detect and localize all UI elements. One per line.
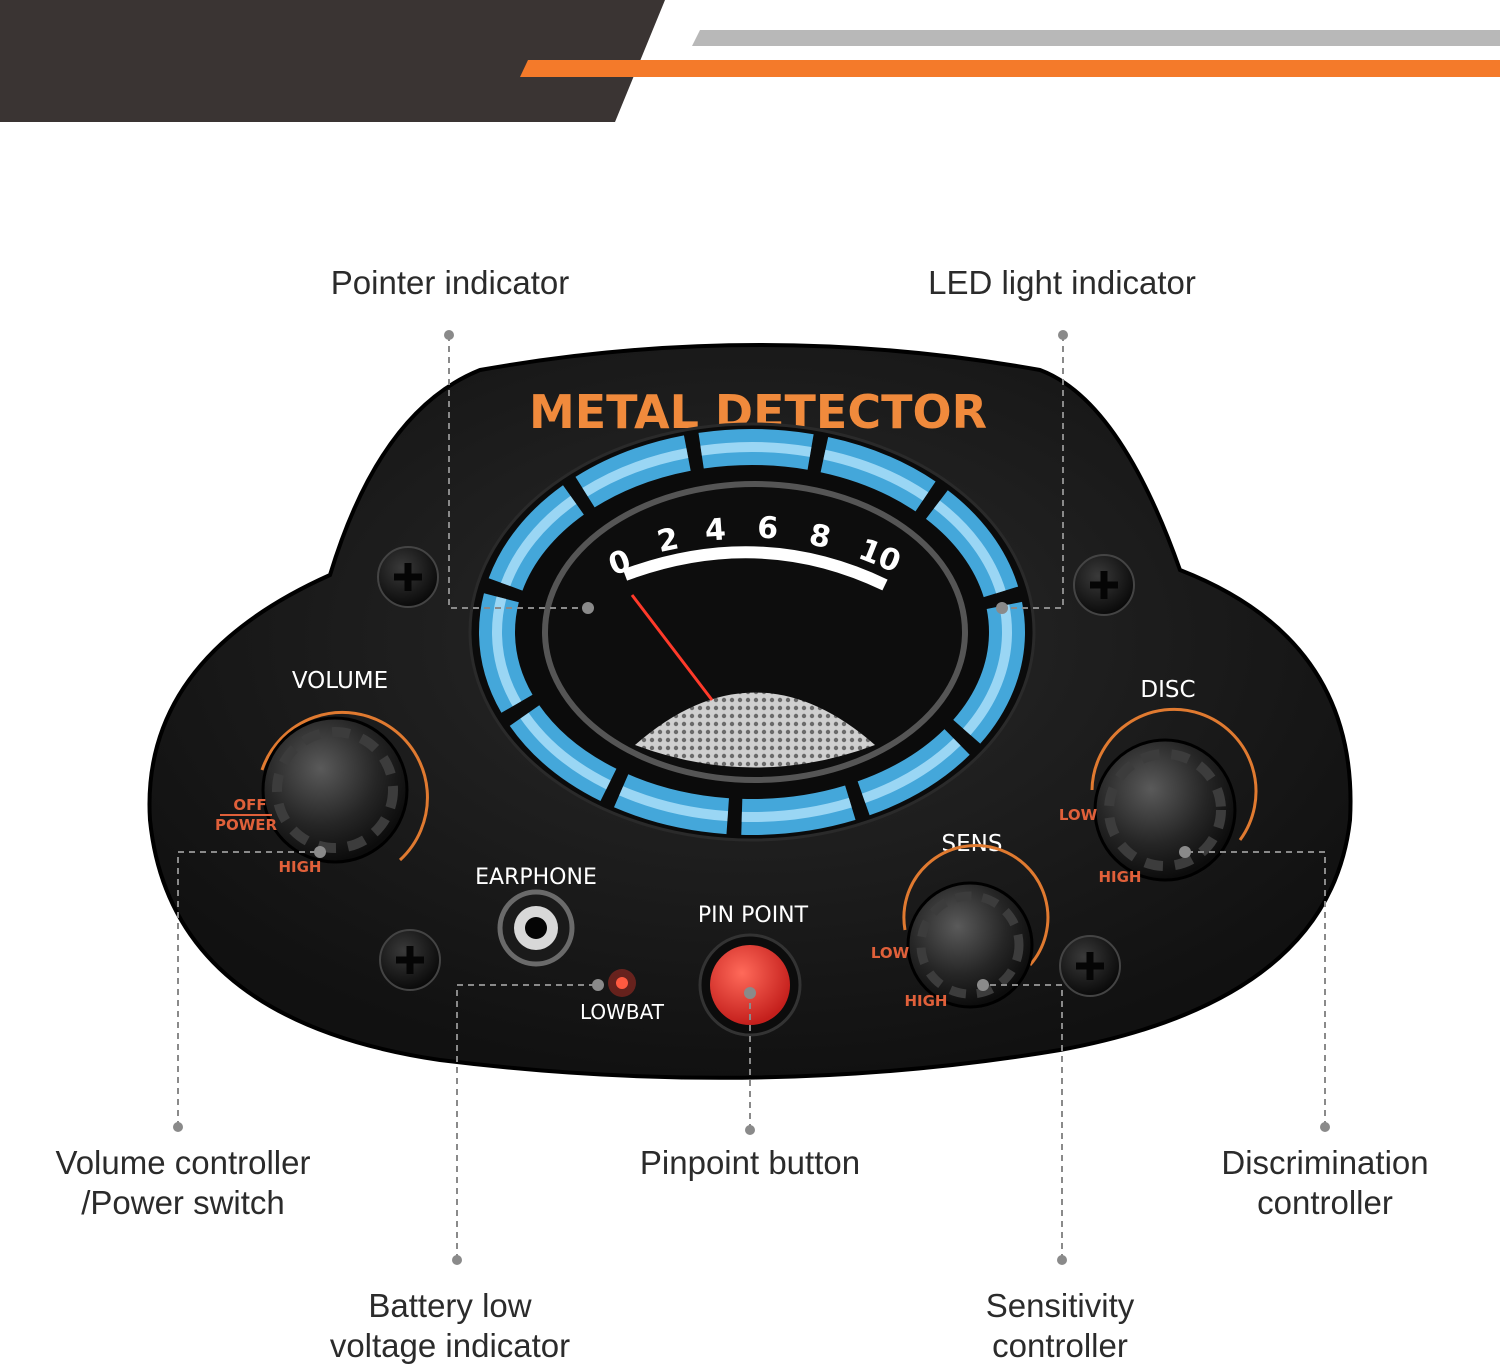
- meter-tick-6: 6: [756, 510, 779, 546]
- meter-tick-4: 4: [704, 512, 727, 548]
- sens-knob[interactable]: [906, 881, 1034, 1009]
- leader-volume: [177, 851, 320, 1127]
- leader-dot: [1058, 330, 1068, 340]
- earphone-jack[interactable]: [497, 889, 575, 967]
- sens-label: SENS: [942, 831, 1003, 857]
- callout-text-line1: Battery low: [368, 1287, 532, 1324]
- callout-text-line2: /Power switch: [81, 1184, 285, 1221]
- callout-text-line1: Sensitivity: [985, 1287, 1135, 1324]
- callout-text-line1: Volume controller: [55, 1144, 311, 1181]
- callout-text-line2: controller: [992, 1327, 1128, 1364]
- callout-text-line1: Discrimination: [1221, 1144, 1429, 1181]
- screw-top-right: [1073, 554, 1135, 616]
- volume-high-label: HIGH: [278, 858, 321, 876]
- sens-scale-arc: [902, 843, 1050, 966]
- lowbat-led: [608, 969, 636, 997]
- volume-knob[interactable]: [261, 716, 409, 864]
- leader-dot: [996, 602, 1008, 614]
- lowbat-label: LOWBAT: [580, 1000, 665, 1024]
- disc-label: DISC: [1140, 677, 1195, 703]
- disc-low-label: LOW: [1059, 806, 1098, 824]
- leader-dot: [744, 987, 756, 999]
- leader-dot: [173, 1122, 183, 1132]
- leader-dot: [1057, 1255, 1067, 1265]
- disc-scale-arc: [1090, 707, 1258, 841]
- disc-high-label: HIGH: [1098, 868, 1141, 886]
- sens-low-label: LOW: [871, 944, 910, 962]
- leader-dot: [452, 1255, 462, 1265]
- meter-window: [542, 481, 968, 783]
- screw-bottom-left: [379, 929, 441, 991]
- callout-pointer-indicator: Pointer indicator: [300, 263, 600, 303]
- led-ring-highlight: [492, 442, 1012, 822]
- leader-dot: [592, 979, 604, 991]
- disc-knob[interactable]: [1093, 738, 1237, 882]
- callout-text-line2: controller: [1257, 1184, 1393, 1221]
- volume-power-label: POWER: [215, 816, 278, 834]
- leader-dot: [1179, 846, 1191, 858]
- callout-text-line2: voltage indicator: [329, 1327, 571, 1364]
- meter-speaker-grille: [635, 692, 875, 768]
- callout-text: LED light indicator: [928, 264, 1196, 301]
- sens-high-label: HIGH: [904, 992, 947, 1010]
- callout-sensitivity-controller: Sensitivity controller: [930, 1286, 1190, 1366]
- leader-sensitivity: [983, 984, 1063, 1260]
- leader-dot: [444, 330, 454, 340]
- leader-dot: [314, 846, 326, 858]
- header-dark-block: [0, 0, 665, 122]
- meter-scale-labels: 0 2 4 6 8 10: [604, 510, 906, 583]
- header-banner: [0, 0, 1500, 122]
- leader-disc: [1185, 851, 1326, 1127]
- callout-battery-low-indicator: Battery low voltage indicator: [290, 1286, 610, 1366]
- leader-dot: [977, 979, 989, 991]
- callout-led-light-indicator: LED light indicator: [902, 263, 1222, 303]
- pinpoint-label: PIN POINT: [698, 903, 809, 928]
- leader-dots: [173, 330, 1330, 1265]
- callout-volume-controller: Volume controller /Power switch: [23, 1143, 343, 1223]
- screw-bottom-right: [1059, 935, 1121, 997]
- leader-lines: [177, 335, 1326, 1260]
- leader-battery: [456, 984, 598, 1260]
- leader-led: [1002, 335, 1064, 609]
- header-gray-stripe: [692, 30, 1500, 46]
- volume-scale-arc: [260, 710, 429, 862]
- meter-scale-arc: [622, 546, 888, 591]
- volume-off-label: OFF: [233, 796, 266, 814]
- volume-label: VOLUME: [292, 668, 388, 694]
- meter-needle: [630, 594, 714, 701]
- callout-discrimination-controller: Discrimination controller: [1180, 1143, 1470, 1223]
- header-orange-stripe: [520, 60, 1500, 77]
- callout-text: Pinpoint button: [639, 1144, 861, 1181]
- callout-text: Pointer indicator: [330, 264, 570, 301]
- callout-pinpoint-button: Pinpoint button: [600, 1143, 900, 1183]
- screw-top-left: [377, 546, 439, 608]
- pinpoint-button[interactable]: [698, 933, 802, 1037]
- leader-dot: [582, 602, 594, 614]
- leader-dot: [1320, 1122, 1330, 1132]
- leader-pointer: [448, 335, 588, 609]
- leader-dot: [745, 1125, 755, 1135]
- earphone-label: EARPHONE: [475, 865, 597, 890]
